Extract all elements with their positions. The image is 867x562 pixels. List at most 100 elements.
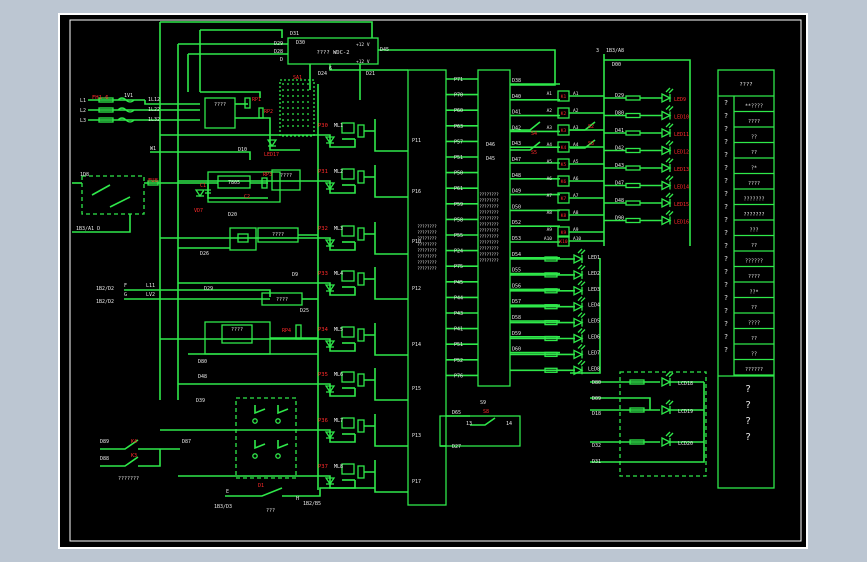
diode-triangle: [324, 431, 336, 440]
bottom-ref: 1B3/D3: [214, 504, 232, 510]
bus-a-vtext: ????????: [417, 242, 437, 247]
coil-icon: [117, 117, 135, 123]
bus-b-pin: D56: [512, 283, 521, 289]
led-red-label: LED11: [674, 132, 689, 138]
bus-b-pin: D53: [512, 236, 521, 242]
relay-label: K4: [561, 145, 567, 151]
switch-cluster-box: [235, 397, 297, 479]
cap-label: C1: [200, 183, 206, 189]
led-node: D90: [615, 216, 624, 222]
a-label: A4: [573, 142, 579, 148]
legend-vtext: ?: [724, 320, 728, 328]
relay-label: K2: [561, 111, 567, 117]
opto-box: [341, 225, 355, 237]
led-icon: [661, 210, 674, 226]
ic-chip: [204, 321, 271, 355]
led-triangle: [661, 110, 672, 121]
terminal-label: W1: [150, 146, 156, 152]
legend-vtext: ?: [724, 294, 728, 302]
resistor-icon: [625, 165, 641, 171]
bus-b-pin: D46: [486, 142, 495, 148]
node-label: D89: [100, 439, 109, 445]
switch-contact: [100, 439, 139, 450]
wire-ctrl-right: [378, 49, 556, 86]
resistor-icon: [625, 217, 641, 224]
ic-chip: [221, 324, 253, 344]
led-white-label: LED7: [588, 350, 600, 356]
led-red-label: LED15: [674, 202, 689, 208]
a-label: A7: [573, 193, 579, 199]
door-block-label: 1D8: [80, 172, 89, 178]
resistor-icon: [625, 130, 641, 136]
legend-vtext: ?: [724, 125, 728, 133]
fuse-icon: [147, 180, 159, 186]
led-ray: [668, 193, 674, 199]
led-icon: [661, 192, 674, 209]
led-ray: [668, 88, 674, 94]
led-icon: [661, 399, 674, 416]
bus-a-pin: P45: [454, 280, 463, 286]
led-red-label: LED14: [674, 185, 689, 191]
bus-b-pin: D42: [512, 125, 521, 131]
opto-box: [341, 168, 355, 180]
bus-b-pin: D60: [512, 347, 521, 353]
led-white-label: LED8: [588, 366, 600, 372]
bus-b-pin: D59: [512, 331, 521, 337]
a-label: A4: [547, 142, 553, 148]
resistor-icon: [544, 367, 558, 373]
small-led-label: LCD20: [678, 441, 693, 447]
legend-vtext: ?: [724, 177, 728, 185]
wire-opto-out: [364, 119, 408, 152]
ic-chip: [257, 227, 299, 243]
legend-row: ??: [751, 305, 757, 311]
legend-header: ????: [739, 82, 752, 88]
aux-ref: 1B2/D2: [96, 286, 114, 292]
switch-red: S3: [588, 141, 594, 147]
legend-vtext: ?: [724, 307, 728, 315]
bottom-ref: 1B2/B5: [303, 501, 321, 507]
vd1-icon: [194, 189, 206, 198]
a-label: A9: [573, 227, 579, 233]
led-triangle: [573, 301, 584, 312]
resistor-icon: [357, 170, 365, 184]
led-ray: [665, 175, 671, 180]
led-node: D43: [615, 163, 624, 169]
legend-vtext: ?: [724, 164, 728, 172]
aux-ref: 1B2/D2: [96, 299, 114, 305]
led-ray: [665, 399, 671, 405]
relay-coil: [557, 107, 570, 119]
led-icon: [661, 371, 674, 388]
legend-vtext: ?: [724, 229, 728, 237]
bus-b-connector: [477, 69, 511, 387]
led-ray: [580, 360, 586, 366]
led-icon: [573, 296, 586, 312]
wire-opto: [318, 134, 356, 148]
bottom-node: D65: [452, 410, 461, 416]
led-triangle: [661, 197, 672, 209]
wire-top-1: [160, 21, 373, 38]
opto-label: ML3: [334, 226, 343, 232]
led-white-label: LED6: [588, 335, 600, 341]
sa1-switch-grid: [279, 79, 315, 137]
bus-b-pin: D48: [512, 173, 521, 179]
bus-a-vtext: ????????: [417, 248, 437, 253]
diode-triangle: [266, 139, 278, 148]
led-ray: [665, 157, 671, 163]
terminal-label: 1V1: [124, 93, 133, 99]
diode-triangle: [324, 284, 336, 293]
legend-vtext: ?: [724, 112, 728, 120]
led-ray: [668, 176, 674, 181]
legend-row: ??: [751, 352, 757, 358]
relay-coil: [557, 124, 570, 136]
phase-label: L1: [80, 98, 86, 104]
led-ray: [577, 264, 583, 270]
door-interlock-box: [81, 175, 145, 215]
door-ref: 1B3/A1 D: [76, 226, 100, 232]
bus-a-pin: P24: [454, 249, 463, 255]
resistor-icon: [544, 256, 558, 262]
opto-ref: P32: [318, 226, 328, 232]
controller-pin: D21: [366, 71, 375, 77]
opto-diode: [324, 284, 336, 293]
bus-b-pin: D49: [512, 189, 521, 195]
